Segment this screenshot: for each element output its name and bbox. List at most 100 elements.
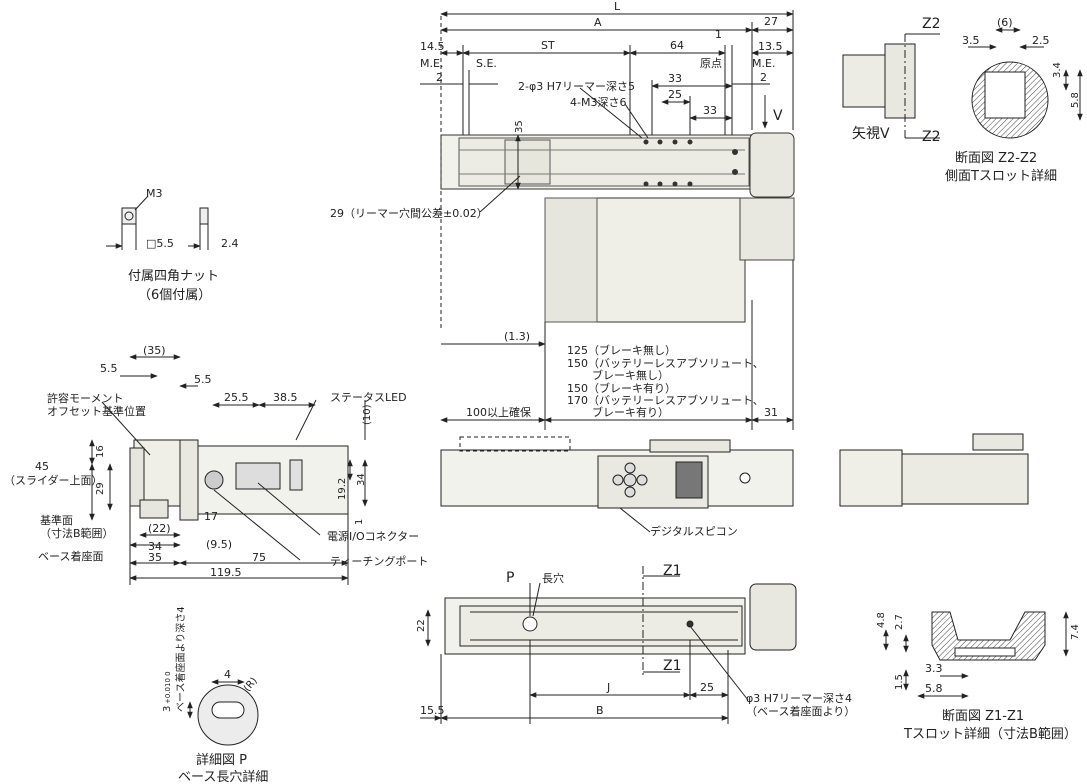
detail-p [187,679,259,746]
label-reamer: 2-φ3 H7リーマー深さ5 [518,80,635,93]
ev-d17: 17 [204,510,218,523]
section-z1-labels: 4.8 2.7 7.4 3.3 1.5 5.8 断面図 Z1-Z1 Tスロット詳… [876,612,1081,742]
ev-d35h: 35 [148,551,162,564]
bv-b: B [596,704,604,717]
ev-d16: 16 [95,445,106,458]
ev-d34h: 34 [148,540,162,553]
dim-31: 31 [764,406,778,419]
top-view [420,10,795,430]
ev-moment-2: オフセット基準位置 [47,404,146,418]
z1-d4-8: 4.8 [876,612,887,628]
dim-64: 64 [670,39,684,52]
len-line-3: 150（ブレーキ有り） [567,381,676,395]
ev-d10: (10) [362,404,373,425]
dim-35: 35 [514,120,525,133]
len-line-5: ブレーキ有り） [592,405,669,419]
z2-d3-5: 3.5 [962,34,980,47]
ev-d1v: 1 [354,519,365,525]
ev-d38-5: 38.5 [273,391,298,404]
view-v-labels: Z2 Z2 矢視V [852,16,941,145]
dim-100: 100以上確保 [466,405,531,419]
dim-L: L [614,0,621,13]
square-nut [106,195,209,250]
bottom-view [420,566,797,724]
ev-base-face: ベース着座面 [38,549,103,563]
ev-d45: 45 [35,460,49,473]
section-z1 [883,611,1069,699]
ev-status-led: ステータスLED [330,391,407,404]
ev-d35p: (35) [143,344,166,357]
view-v-z2b: Z2 [922,129,941,145]
dim-25: 25 [668,88,682,101]
bv-slot: 長穴 [542,571,564,585]
nut-caption-2: （6個付属） [138,288,211,303]
len-line-2: ブレーキ無し） [592,368,669,382]
z1-d1-5: 1.5 [894,674,905,690]
nut-t: 2.4 [221,237,239,250]
ev-d34v: 34 [356,473,367,486]
ev-d75: 75 [252,551,266,564]
ev-ref-2: （寸法B範囲） [40,526,114,540]
ev-d5-5a: 5.5 [100,362,118,375]
bv-d22: 22 [416,619,427,632]
z1-d2-7: 2.7 [894,614,905,630]
z2-d6: (6) [997,16,1013,29]
bv-reamer-2: （ベース着座面より） [746,704,855,718]
label-me-right: M.E. [752,57,775,70]
dim-A: A [594,16,602,29]
ev-d29: 29 [95,482,106,495]
dp-caption-1: 詳細図 P [196,752,247,768]
motor-cover-top [749,132,795,198]
label-genten: 原点 [700,57,722,70]
dim-27: 27 [764,15,778,28]
end-view [89,354,368,585]
section-z2 [968,27,1083,139]
bottom-view-labels: Z1 Z1 P 長穴 22 J 25 B 15.5 φ3 H7リーマー深さ4 （… [416,563,855,718]
dp-depth: ベース着座面より深さ4 [174,606,187,712]
nut-sq: □5.5 [146,237,174,250]
end-view-right [839,433,1029,507]
z2-caption-2: 側面Tスロット詳細 [945,168,1057,184]
z2-d3-4: 3.4 [1052,62,1063,78]
label-me-left: M.E. [420,57,443,70]
side-pcon: デジタルスピコン [650,524,738,538]
z2-d5-8: 5.8 [1070,92,1081,108]
bv-reamer-1: φ3 H7リーマー深さ4 [746,692,852,705]
ev-d5-5b: 5.5 [194,373,212,386]
dim-1-top: 1 [715,28,722,41]
dim-13-5: 13.5 [758,40,783,53]
dim-2-left: 2 [436,71,443,84]
slider-top [504,139,551,185]
dim-14-5: 14.5 [420,40,445,53]
dp-caption-2: ベース長穴詳細 [178,769,268,784]
z1-d5-8: 5.8 [925,682,943,695]
dim-1-3: (1.3) [504,330,530,343]
len-line-4: 170（バッテリーレスアブソリュート、 [567,393,764,407]
z1-d7-4: 7.4 [1070,624,1081,640]
z1-caption-1: 断面図 Z1-Z1 [942,709,1024,724]
dp-d3: 3 [162,706,173,712]
ev-power-io: 電源I/Oコネクター [327,529,419,543]
label-tap: 4-M3深さ6 [570,96,626,109]
view-v [842,33,940,139]
bv-z1a: Z1 [663,563,682,579]
ev-slider-top: （スライダー上面） [4,473,103,487]
bv-d25: 25 [700,681,714,694]
nut-m3: M3 [146,187,163,200]
ev-teaching: ティーチングポート [330,554,428,568]
top-view-labels: L A 27 14.5 ST 64 1 13.5 M.E. S.E. 原点 M.… [330,0,783,419]
ev-d25-5: 25.5 [224,391,249,404]
len-line-0: 125（ブレーキ無し） [567,343,676,357]
z2-caption-1: 断面図 Z2-Z2 [955,151,1037,166]
nut-labels: M3 □5.5 2.4 付属四角ナット （6個付属） [128,187,239,303]
bv-j: J [606,681,610,694]
label-se: S.E. [476,57,497,70]
z2-d2-5: 2.5 [1032,34,1050,47]
bv-d15-5: 15.5 [420,704,445,717]
ev-ref-1: 基準面 [40,513,73,527]
ev-d119-5: 119.5 [210,566,242,579]
z1-d3-3: 3.3 [925,662,943,675]
side-view-labels: デジタルスピコン [650,524,738,538]
dp-d4: 4 [224,668,231,681]
